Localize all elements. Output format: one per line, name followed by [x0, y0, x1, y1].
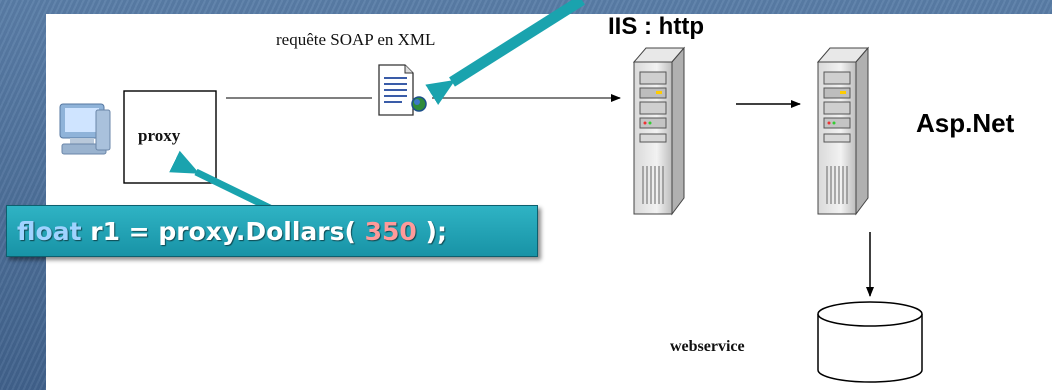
callout-arrow-soap — [425, 0, 585, 105]
server-icon — [632, 46, 686, 216]
code-number: 350 — [364, 216, 417, 246]
computer-icon — [59, 103, 111, 155]
server-icon — [816, 46, 870, 216]
code-keyword: float — [17, 216, 82, 246]
code-statement: r1 = proxy.Dollars( — [81, 216, 365, 246]
proxy-label: proxy — [138, 126, 181, 145]
code-callout: float r1 = proxy.Dollars( 350 ); — [6, 205, 538, 257]
webservice-label: webservice — [670, 338, 745, 355]
code-closing: ); — [416, 216, 447, 246]
xml-document-icon — [378, 64, 427, 116]
aspnet-label: Asp.Net — [916, 108, 1015, 138]
soap-request-label: requête SOAP en XML — [276, 30, 436, 49]
iis-label: IIS : http — [608, 13, 704, 40]
database-icon — [817, 301, 923, 383]
